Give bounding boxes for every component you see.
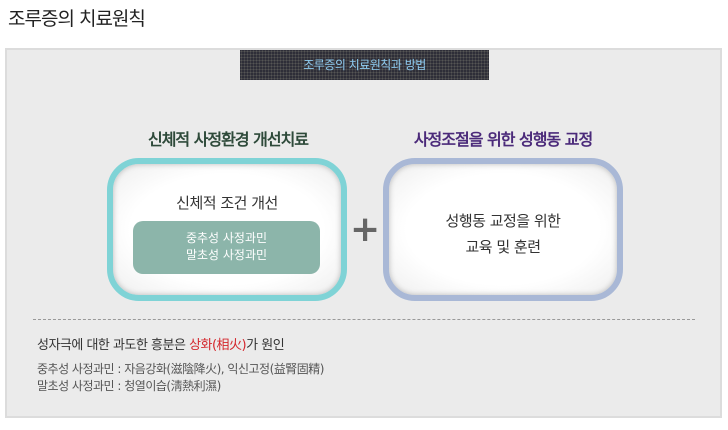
divider: [33, 319, 695, 320]
cause-text: 가 원인: [246, 338, 285, 353]
page-title: 조루증의 치료원칙: [8, 8, 146, 30]
central-note: 중추성 사정과민 : 자음강화(滋陰降火), 익신고정(益腎固精): [37, 362, 324, 376]
cause-highlight: 상화(相火): [189, 338, 247, 353]
plus-icon: +: [350, 209, 381, 250]
hypersensitivity-box: 중추성 사정과민 말초성 사정과민: [133, 221, 320, 274]
cause-text: 성자극에 대한 과도한 흥분은: [37, 338, 190, 353]
box-line: 교육 및 훈련: [465, 238, 541, 256]
left-heading: 신체적 사정환경 개선치료: [147, 130, 309, 149]
inner-line: 중추성 사정과민: [185, 231, 268, 245]
cause-note: 성자극에 대한 과도한 흥분은 상화(相火)가 원인: [37, 334, 285, 353]
right-heading: 사정조절을 위한 성행동 교정: [413, 130, 593, 149]
section-header-bar: 조루증의 치료원칙과 방법: [240, 50, 489, 80]
inner-line: 말초성 사정과민: [185, 248, 268, 262]
physical-condition-box: 신체적 조건 개선 중추성 사정과민 말초성 사정과민: [107, 158, 347, 301]
behavior-correction-box: 성행동 교정을 위한 교육 및 훈련: [383, 158, 623, 301]
box-text: 성행동 교정을 위한 교육 및 훈련: [389, 208, 617, 260]
peripheral-note: 말초성 사정과민 : 청열이습(淸熱利濕): [37, 379, 221, 393]
box-line: 성행동 교정을 위한: [445, 212, 561, 230]
box-title: 신체적 조건 개선: [176, 194, 278, 212]
